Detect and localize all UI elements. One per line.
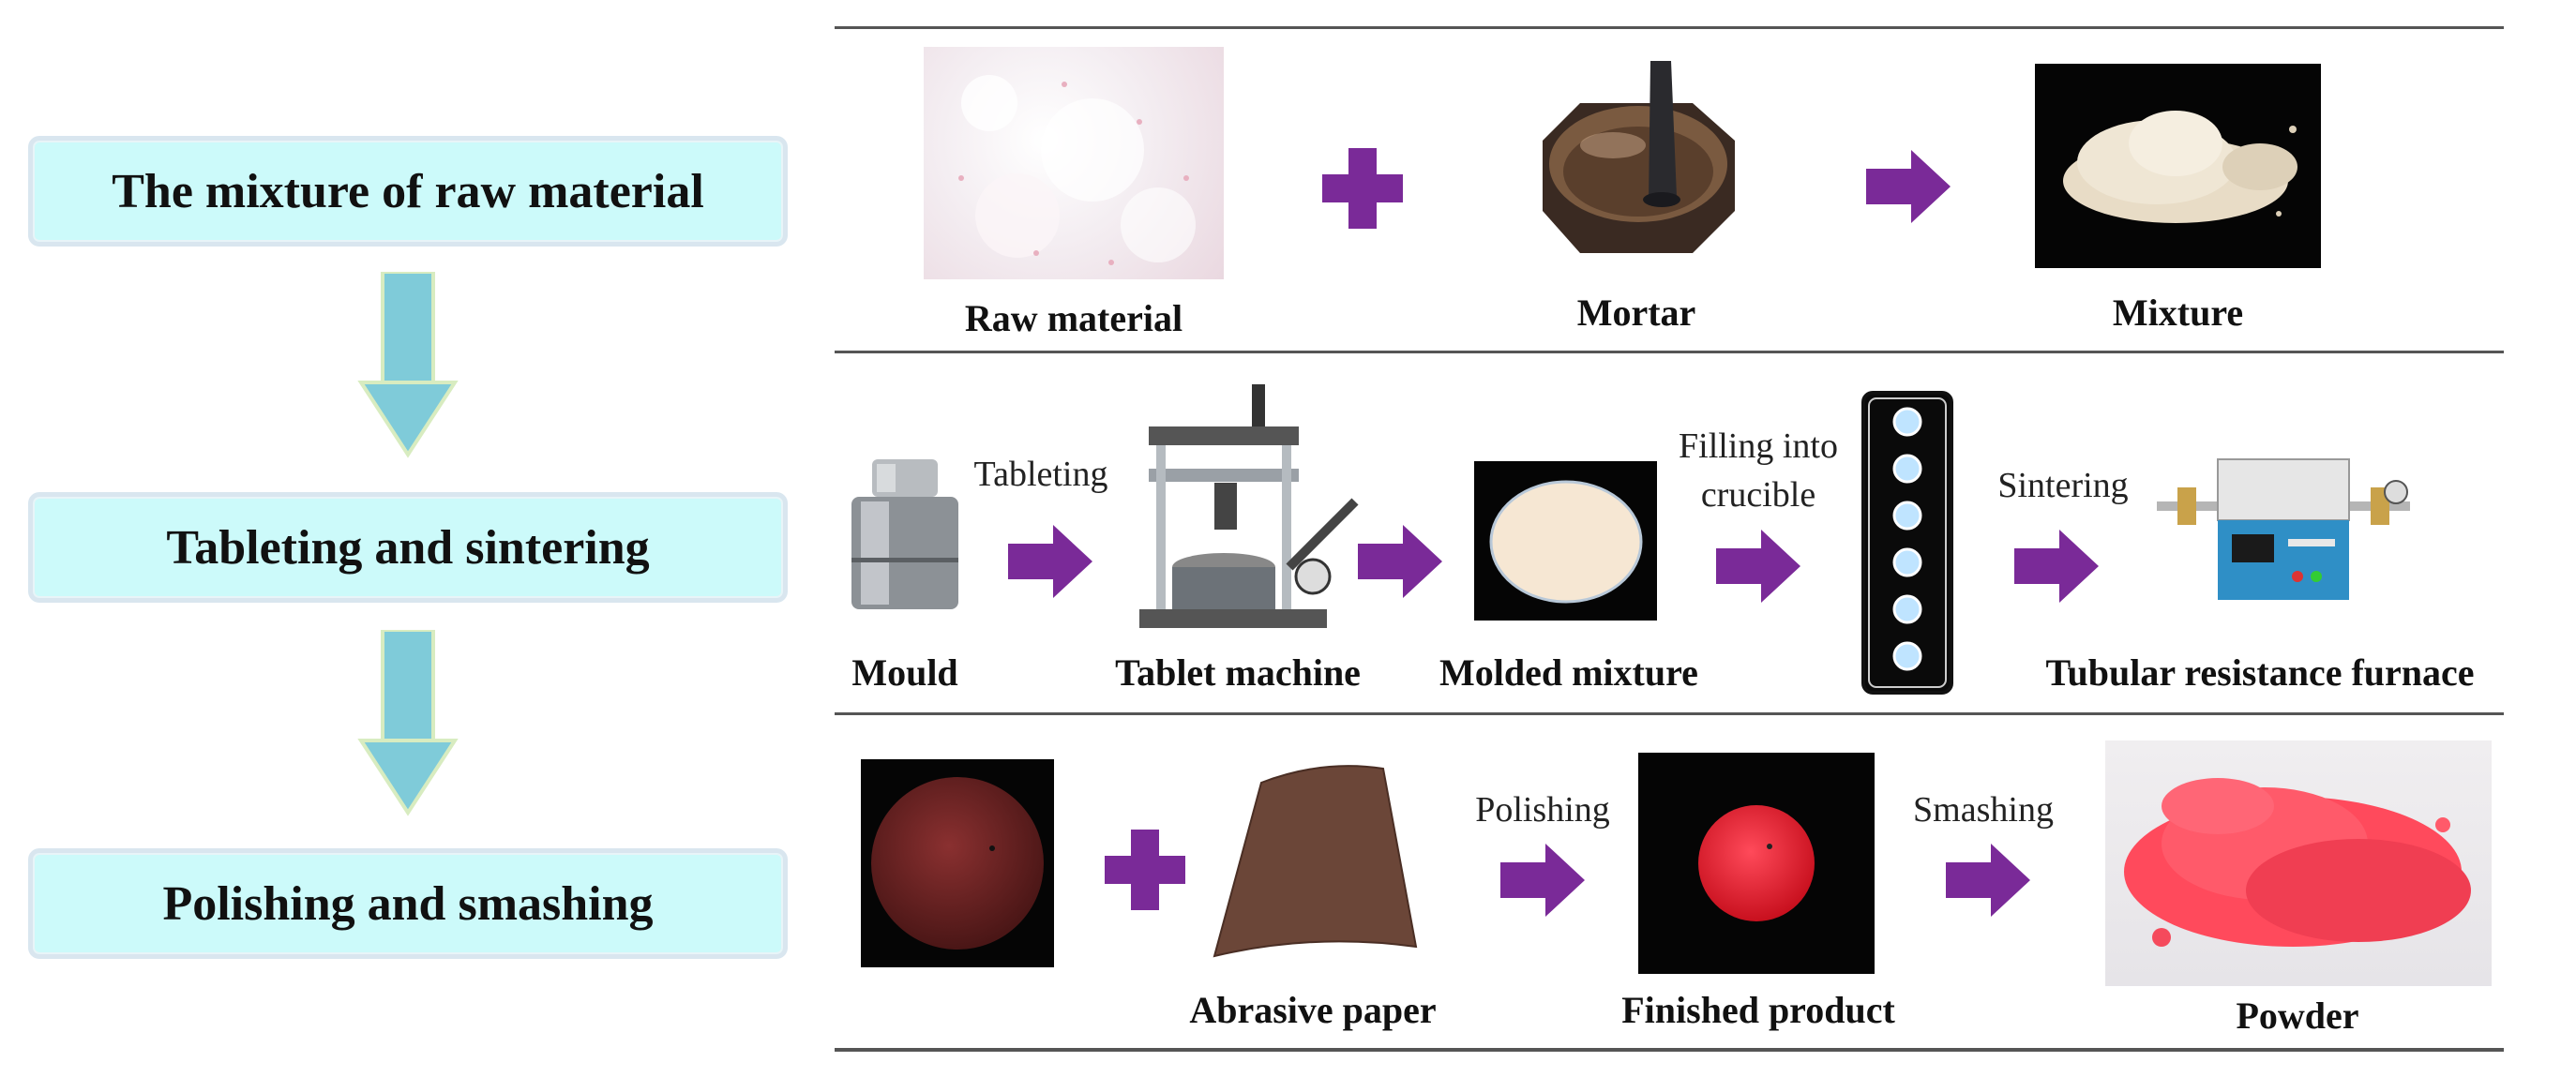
powder-label: Powder	[2236, 995, 2359, 1037]
sintering-action-label: Sintering	[1997, 466, 2129, 505]
polished-sample-photo	[861, 759, 1054, 967]
step-label: Polishing and smashing	[162, 876, 654, 931]
crucible-photo	[1860, 389, 1955, 696]
right-arrow-icon	[1716, 530, 1800, 603]
right-arrow-icon	[1946, 844, 2030, 917]
tablet-machine-label: Tablet machine	[1115, 651, 1361, 694]
abrasive-paper-label: Abrasive paper	[1189, 989, 1437, 1031]
divider	[835, 351, 2504, 353]
right-arrow-icon	[1358, 525, 1442, 598]
mortar-label: Mortar	[1576, 292, 1696, 334]
divider	[835, 712, 2504, 715]
plus-icon	[1322, 148, 1403, 229]
divider	[835, 26, 2504, 29]
molded-mixture-label: Molded mixture	[1439, 651, 1698, 694]
step-box-mixture: The mixture of raw material	[28, 136, 788, 247]
tubular-furnace-label: Tubular resistance furnace	[2045, 651, 2475, 694]
right-arrow-icon	[2014, 530, 2099, 603]
right-arrow-icon	[1866, 150, 1951, 223]
raw-material-label: Raw material	[964, 297, 1183, 339]
mould-label: Mould	[851, 651, 958, 694]
right-arrow-icon	[1500, 844, 1585, 917]
right-arrow-icon	[1008, 525, 1092, 598]
tubular-furnace-photo	[2157, 450, 2410, 614]
polishing-action-label: Polishing	[1475, 790, 1610, 830]
molded-mixture-photo	[1474, 461, 1657, 621]
smashing-action-label: Smashing	[1913, 790, 2054, 830]
tablet-machine-photo	[1130, 380, 1374, 635]
raw-material-photo	[924, 47, 1224, 279]
divider	[835, 1048, 2504, 1052]
step-box-polishing: Polishing and smashing	[28, 848, 788, 959]
plus-icon	[1105, 830, 1185, 910]
down-arrow-icon	[357, 630, 459, 816]
down-arrow-icon	[357, 272, 459, 458]
abrasive-paper-photo	[1210, 759, 1421, 961]
filling-action-label-line2: crucible	[1700, 475, 1816, 515]
mixture-label: Mixture	[2112, 292, 2244, 334]
mortar-photo	[1510, 52, 1763, 277]
filling-action-label-line1: Filling into	[1679, 426, 1838, 466]
step-label: The mixture of raw material	[112, 164, 704, 218]
step-label: Tableting and sintering	[166, 520, 650, 575]
finished-product-photo	[1638, 753, 1875, 974]
finished-product-label: Finished product	[1621, 989, 1895, 1031]
mould-photo	[844, 455, 966, 614]
tableting-action-label: Tableting	[973, 455, 1108, 494]
step-box-tableting: Tableting and sintering	[28, 492, 788, 603]
mixture-photo	[2035, 64, 2321, 268]
powder-photo	[2105, 740, 2492, 986]
